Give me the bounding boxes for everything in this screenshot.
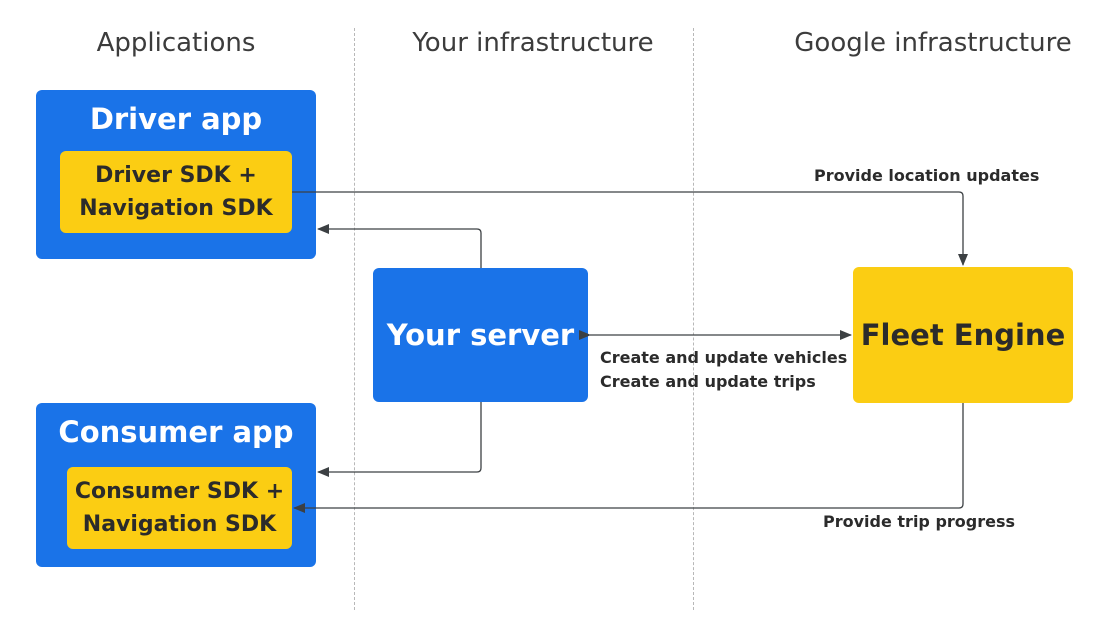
label-create-trips: Create and update trips <box>600 372 816 391</box>
column-header-google-infrastructure: Google infrastructure <box>794 28 1072 58</box>
driver-app-box[interactable]: Driver app Driver SDK + Navigation SDK <box>36 90 316 259</box>
your-server-box[interactable]: Your server <box>373 268 588 402</box>
arrow-server-to-driver <box>317 224 482 268</box>
column-header-applications: Applications <box>96 28 256 58</box>
fleet-engine-box[interactable]: Fleet Engine <box>853 267 1073 403</box>
consumer-sdk-label: Consumer SDK + Navigation SDK <box>67 475 292 541</box>
divider-left <box>354 28 355 610</box>
driver-sdk-line-2: Navigation SDK <box>79 196 273 221</box>
driver-app-title: Driver app <box>89 102 263 136</box>
driver-sdk-box[interactable]: Driver SDK + Navigation SDK <box>60 151 292 233</box>
consumer-sdk-line-1: Consumer SDK + <box>74 479 285 504</box>
label-create-vehicles: Create and update vehicles <box>600 348 848 367</box>
fleet-engine-title: Fleet Engine <box>860 318 1066 352</box>
divider-right <box>693 28 694 610</box>
column-header-your-infrastructure: Your infrastructure <box>412 28 654 58</box>
consumer-sdk-line-2: Navigation SDK <box>82 512 277 537</box>
your-server-title: Your server <box>386 318 575 352</box>
driver-sdk-line-1: Driver SDK + <box>95 163 257 188</box>
driver-sdk-label: Driver SDK + Navigation SDK <box>60 159 292 225</box>
arrow-server-to-consumer <box>317 402 482 477</box>
label-trip-progress: Provide trip progress <box>823 512 1016 531</box>
arrow-location-updates <box>292 191 968 266</box>
label-location-updates: Provide location updates <box>814 166 1040 185</box>
consumer-app-box[interactable]: Consumer app Consumer SDK + Navigation S… <box>36 403 316 567</box>
arrow-trip-progress <box>293 403 964 513</box>
consumer-sdk-box[interactable]: Consumer SDK + Navigation SDK <box>67 467 292 549</box>
consumer-app-title: Consumer app <box>58 415 294 449</box>
